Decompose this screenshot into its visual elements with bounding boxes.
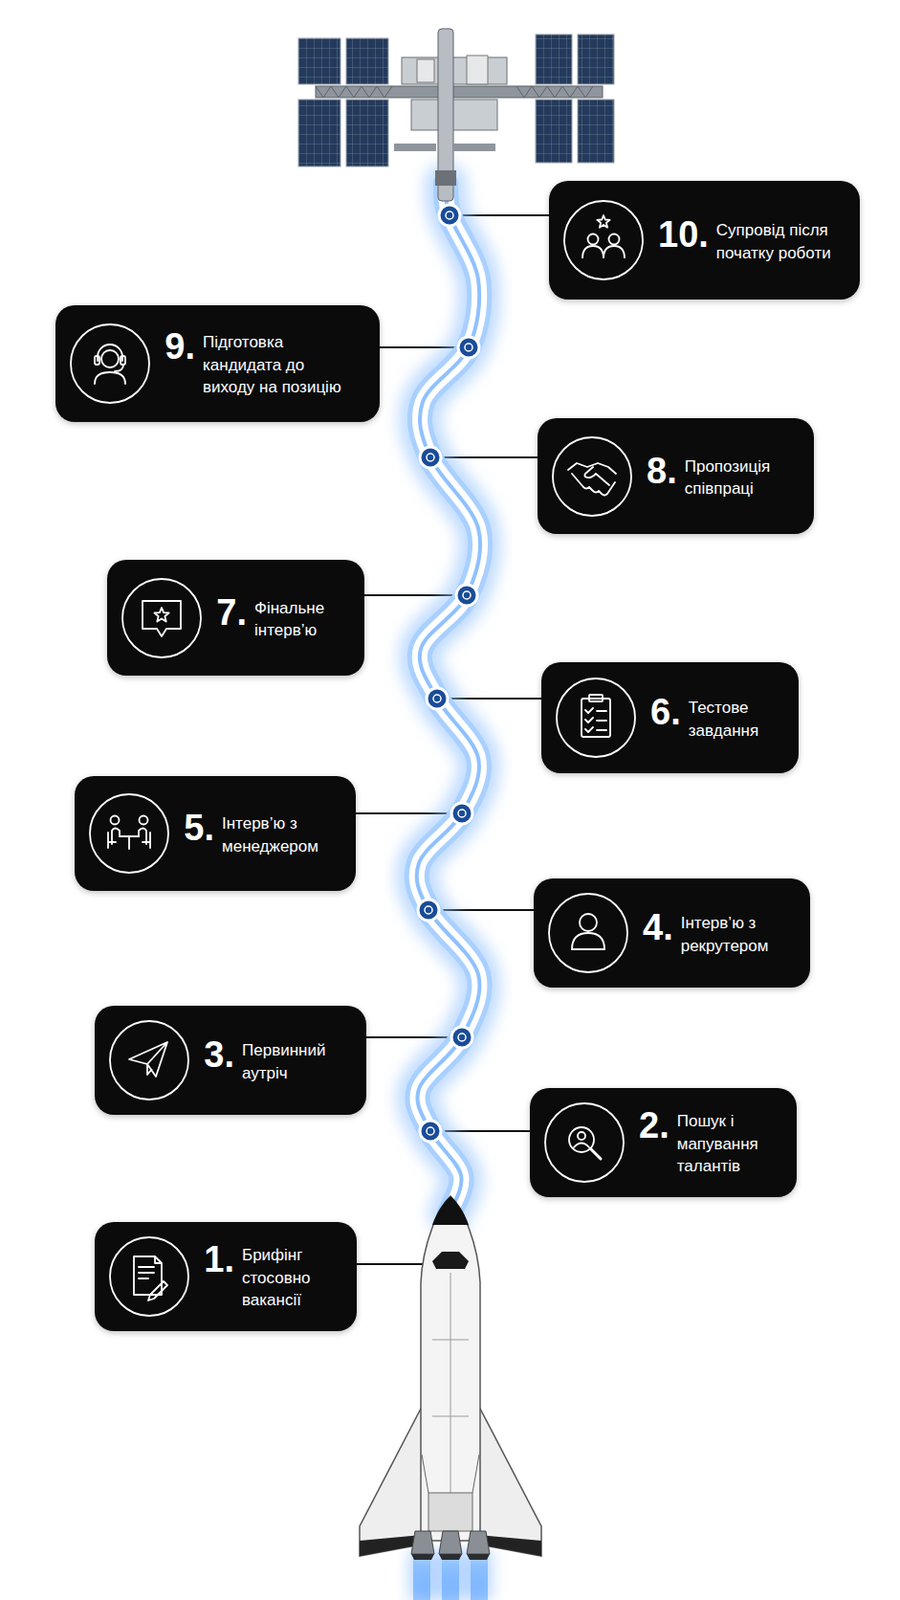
step-box: 7.Фінальне інтерв’ю [107, 559, 365, 676]
space-shuttle [359, 1195, 542, 1559]
step-icon [108, 1018, 191, 1101]
step-label: Інтерв’ю з менеджером [221, 812, 337, 857]
step-number: 7. [216, 593, 247, 631]
step-number: 9. [164, 328, 196, 365]
step-icon [108, 1234, 191, 1318]
step-text-group: 10.Супровід після початку роботи [658, 216, 841, 264]
step-text-group: 5.Інтерв’ю з менеджером [183, 809, 337, 857]
step-icon [87, 791, 171, 875]
step-icon [543, 1100, 626, 1184]
step-text-group: 4.Інтерв’ю з рекрутером [642, 908, 791, 957]
space-station [298, 28, 615, 201]
step-label: Інтерв’ю з рекрутером [680, 911, 791, 957]
step-box: 10.Супровід після початку роботи [548, 180, 860, 300]
step-icon [547, 891, 630, 974]
step-icon [120, 576, 203, 659]
step-label: Фінальне інтерв’ю [254, 596, 346, 642]
step-label: Пропозиція співпраці [684, 455, 795, 501]
step-box: 2.Пошук і мапування талантів [529, 1087, 797, 1197]
step-label: Пошук і мапування талантів [677, 1109, 778, 1177]
step-label: Підготовка кандидата до виходу на позиці… [202, 330, 361, 398]
step-number: 10. [658, 216, 709, 253]
step-number: 5. [183, 809, 215, 846]
step-box: 3.Первинний аутріч [94, 1005, 367, 1115]
step-number: 3. [203, 1035, 235, 1073]
step-text-group: 8.Пропозиція співпраці [646, 452, 795, 501]
path-dots [417, 204, 480, 1142]
step-number: 1. [203, 1240, 235, 1277]
step-icon [562, 198, 645, 282]
step-number: 2. [638, 1106, 670, 1143]
step-text-group: 9.Підготовка кандидата до виходу на пози… [164, 328, 361, 398]
step-text-group: 7.Фінальне інтерв’ю [216, 593, 346, 642]
step-box: 1.Брифінг стосовно вакансії [94, 1221, 357, 1331]
step-label: Первинний аутріч [241, 1038, 348, 1084]
step-text-group: 2.Пошук і мапування талантів [638, 1106, 778, 1177]
step-text-group: 6.Тестове завдання [650, 693, 780, 742]
step-box: 6.Тестове завдання [541, 661, 799, 773]
step-label: Супровід після початку роботи [716, 219, 841, 264]
step-box: 4.Інтерв’ю з рекрутером [533, 878, 811, 988]
step-label: Тестове завдання [688, 696, 780, 742]
wave-path [417, 183, 482, 1213]
step-text-group: 3.Первинний аутріч [203, 1035, 348, 1084]
step-icon [554, 676, 637, 759]
step-number: 8. [646, 452, 678, 489]
step-label: Брифінг стосовно вакансії [241, 1243, 338, 1311]
step-number: 6. [650, 693, 681, 730]
step-icon [550, 435, 634, 518]
step-box: 5.Інтерв’ю з менеджером [74, 775, 356, 891]
step-number: 4. [642, 908, 674, 945]
step-box: 9.Підготовка кандидата до виходу на пози… [55, 305, 380, 422]
step-icon [68, 322, 152, 405]
step-text-group: 1.Брифінг стосовно вакансії [203, 1240, 338, 1311]
step-box: 8.Пропозиція співпраці [537, 417, 814, 534]
